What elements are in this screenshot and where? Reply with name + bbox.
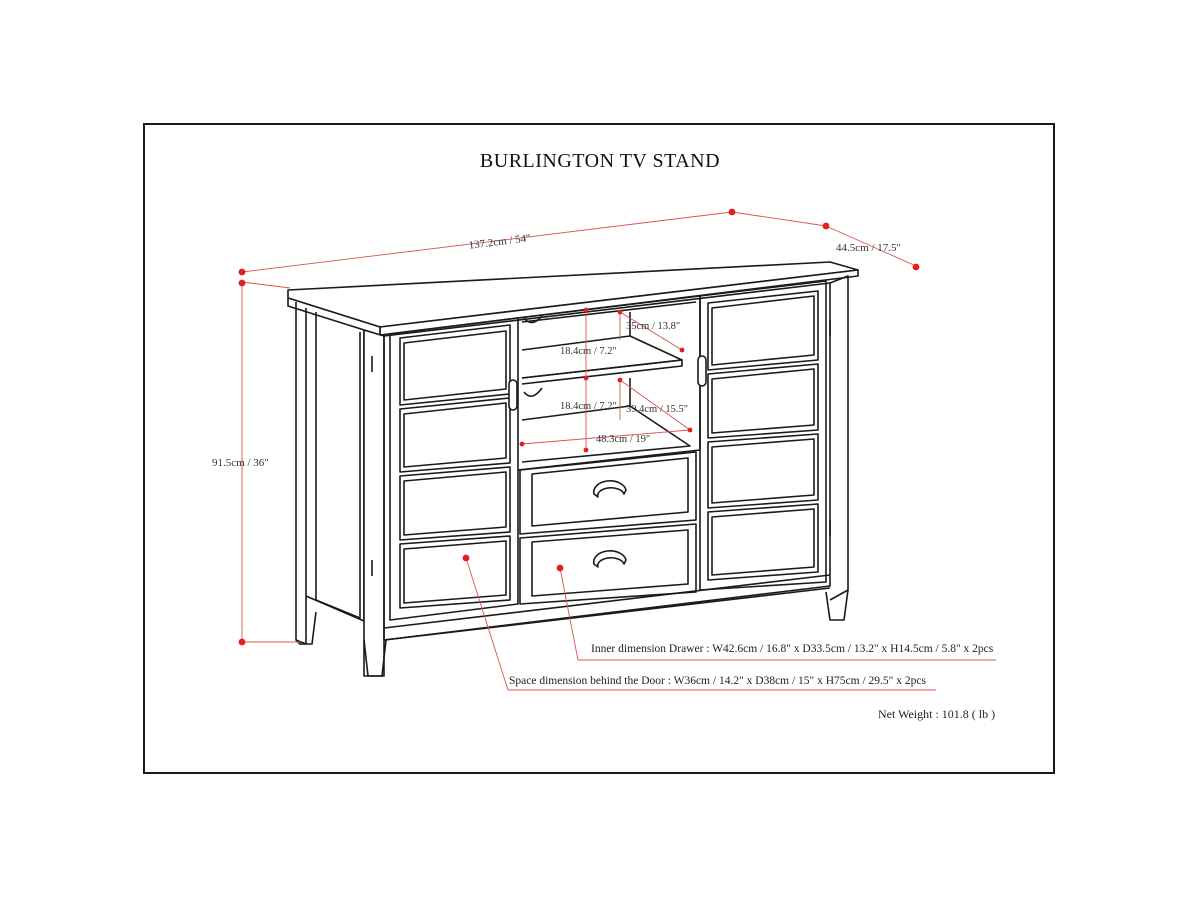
front-frame-outline bbox=[363, 329, 385, 677]
inner-drawer-note: Inner dimension Drawer : W42.6cm / 16.8"… bbox=[591, 643, 994, 655]
right-door bbox=[699, 280, 827, 591]
upper-drawer-pull bbox=[592, 480, 627, 498]
diagram-title: BURLINGTON TV STAND bbox=[479, 150, 721, 172]
cable-hole-top bbox=[523, 315, 543, 324]
width-label: 137.2cm / 54" bbox=[468, 232, 531, 251]
tv-stand-body bbox=[287, 261, 859, 677]
height-label: 91.5cm / 36" bbox=[212, 457, 269, 469]
inner-depth-label: 39.4cm / 15.5" bbox=[626, 404, 688, 415]
middle-shelf bbox=[521, 335, 683, 379]
lower-drawer-pull bbox=[592, 550, 627, 568]
shelf-gap-upper-label: 18.4cm / 7.2" bbox=[560, 346, 617, 357]
cable-hole-mid bbox=[523, 387, 543, 397]
base-rail bbox=[383, 574, 831, 629]
left-door bbox=[389, 317, 519, 621]
space-behind-door-note: Space dimension behind the Door : W36cm … bbox=[509, 675, 926, 687]
dimension-lines bbox=[241, 211, 996, 691]
right-side-panel bbox=[829, 275, 849, 601]
shelf-gap-lower-label: 18.4cm / 7.2" bbox=[560, 401, 617, 412]
base-rail-lower bbox=[383, 587, 831, 641]
front-face bbox=[383, 282, 831, 641]
upper-drawer bbox=[519, 451, 697, 535]
inner-width-label: 48.3cm / 19" bbox=[596, 434, 650, 445]
net-weight-note: Net Weight : 101.8 ( lb ) bbox=[878, 707, 995, 721]
front-left-leg bbox=[363, 639, 387, 677]
dimension-dots bbox=[238, 208, 920, 646]
right-front-leg bbox=[825, 589, 849, 621]
left-side-frame bbox=[315, 312, 361, 619]
top-slab bbox=[287, 261, 859, 328]
lower-drawer bbox=[519, 523, 697, 605]
lower-shelf bbox=[521, 405, 691, 463]
depth-label: 44.5cm / 17.5" bbox=[836, 242, 901, 254]
diagram-frame bbox=[143, 123, 1055, 774]
right-door-handle bbox=[697, 355, 707, 387]
shelf-depth-top-label: 35cm / 13.8" bbox=[626, 321, 680, 332]
left-door-handle bbox=[508, 379, 518, 411]
